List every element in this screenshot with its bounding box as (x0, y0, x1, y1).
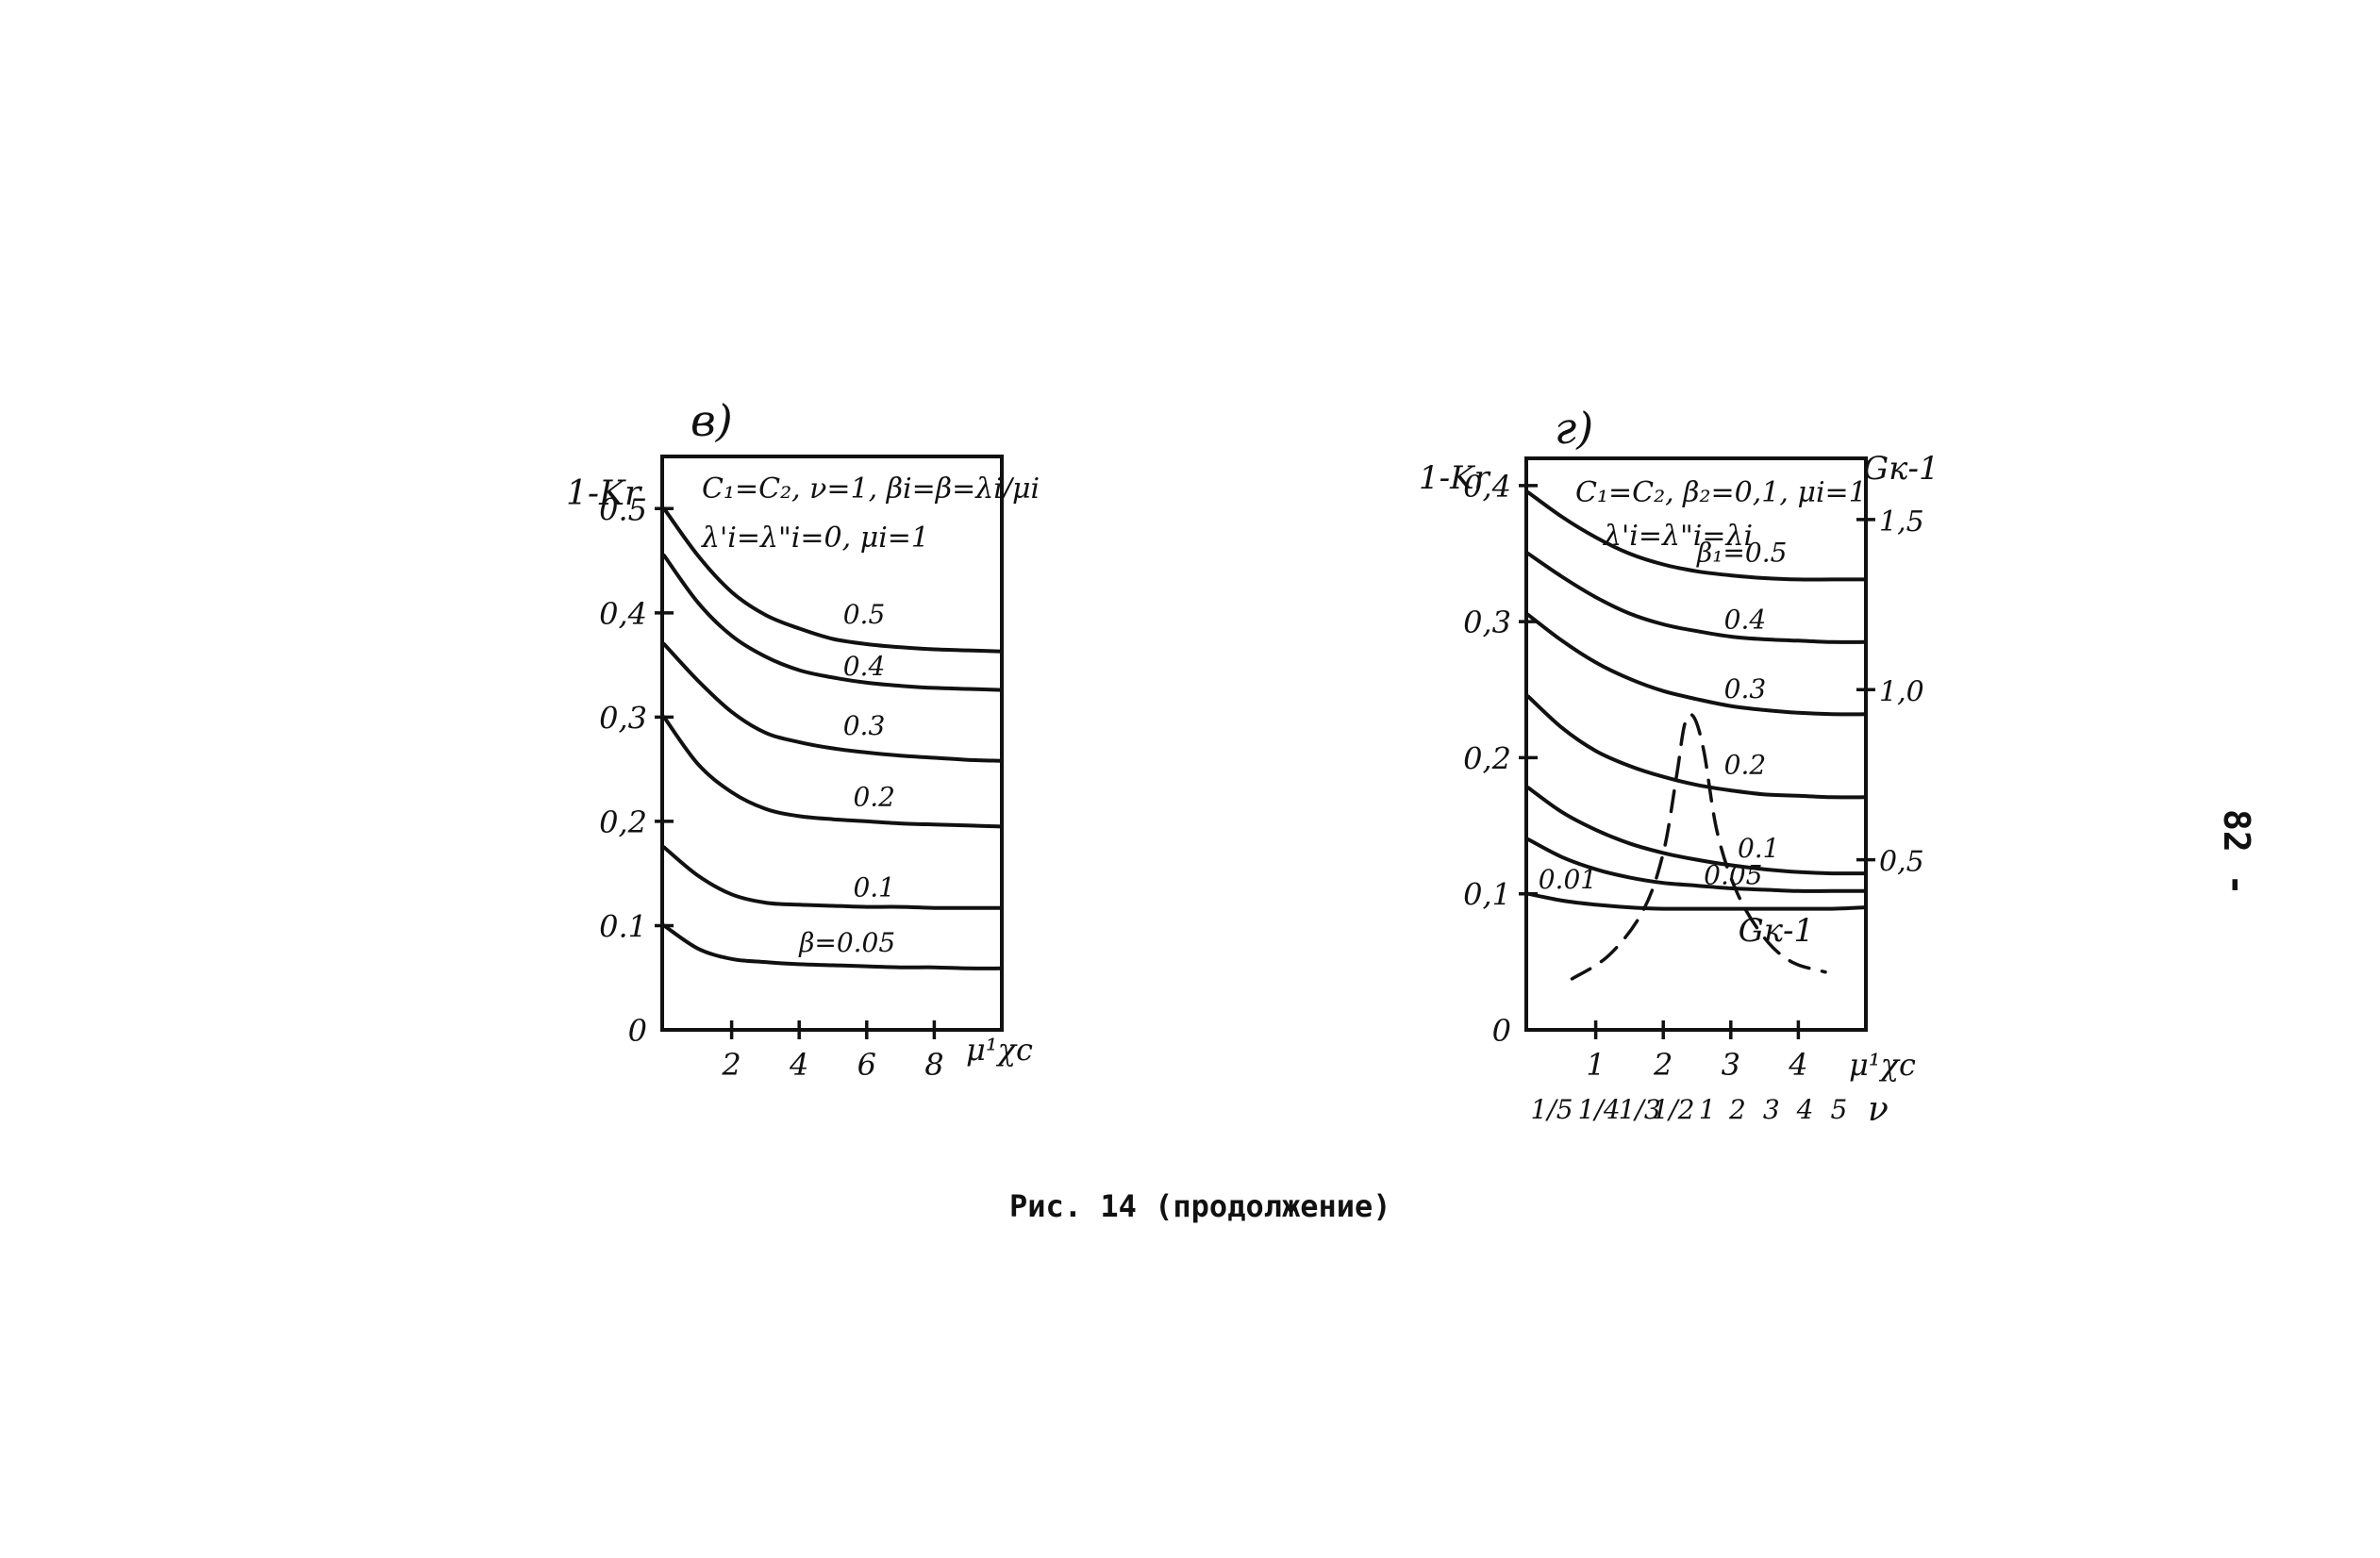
dashed-series-label: Gк-1 (1739, 912, 1815, 950)
x-tick-label: 3 (1722, 1047, 1740, 1083)
x-tick-label: 2 (721, 1047, 741, 1083)
conditions-line2-v: λ'i=λ"i=0, μi=1 (701, 522, 929, 555)
y-tick-label: 0,4 (1463, 469, 1511, 505)
panel-label-g: г) (1555, 403, 1593, 454)
nu-tick-label: 4 (1796, 1094, 1814, 1125)
series-line (1526, 786, 1868, 876)
series-label: β=0.05 (798, 927, 895, 958)
y-tick-label: 0.5 (599, 491, 647, 527)
y-tick-label: 0,4 (599, 596, 647, 632)
x-tick-label: 8 (924, 1047, 943, 1083)
nu-tick-label: 1/4 (1578, 1094, 1621, 1125)
series-label: 0.3 (1724, 673, 1767, 704)
y-tick-label: 0,3 (599, 700, 647, 736)
dashed-series-line (1570, 712, 1827, 981)
series-label: 0.2 (853, 781, 895, 812)
nu-tick-label: 3 (1763, 1094, 1780, 1125)
series-line (662, 506, 1004, 654)
series-line (1526, 694, 1868, 800)
chart-panel-v: в) 1-Kr C₁=C₂, ν=1, βi=β=λi/μi λ'i=λ"i=0… (566, 395, 1040, 1083)
nu-tick-label: 1/3 (1619, 1094, 1661, 1125)
series-label: 0.1 (853, 872, 895, 903)
series-line (1526, 490, 1868, 582)
series-label: 0.3 (843, 710, 886, 741)
x-tick-label: 4 (1788, 1047, 1807, 1083)
series-line (1526, 891, 1868, 911)
chart-panel-g: г) 1-Kr Gк-1 C₁=C₂, β₂=0,1, μi=1 λ'i=λ"i… (1419, 403, 1939, 1129)
page-number: 82 - (2216, 809, 2257, 896)
y-right-tick-label: 0,5 (1879, 846, 1924, 879)
series-labels-v: 0.5 0.4 0.3 0.2 0.1 β=0.05 (798, 599, 895, 958)
conditions-line1-v: C₁=C₂, ν=1, βi=β=λi/μi (702, 472, 1040, 506)
y-tick-label: 0,3 (1463, 605, 1511, 640)
series-label: β₁=0.5 (1696, 538, 1787, 569)
plot-frame-g (1524, 456, 1868, 1032)
series-line (662, 642, 1004, 763)
conditions-line2-g: λ'i=λ"i=λi (1603, 520, 1753, 553)
nu-tick-label: 1/5 (1531, 1094, 1573, 1125)
y-axis-label-v: 1-Kr (566, 474, 642, 513)
conditions-line1-g: C₁=C₂, β₂=0,1, μi=1 (1575, 476, 1867, 509)
y-tick-label: 0,2 (1463, 740, 1511, 776)
x-tick-label: 6 (857, 1047, 876, 1083)
series-label: 0.05 (1704, 860, 1762, 891)
series-line (1526, 837, 1868, 893)
nu-tick-label: 1/2 (1652, 1094, 1694, 1125)
series-line (662, 845, 1004, 910)
series-label: 0.2 (1724, 750, 1767, 781)
y-tick-label: 0 (628, 1013, 647, 1049)
figure-caption: Рис. 14 (продолжение) (1009, 1188, 1391, 1224)
x-tick-label: 4 (789, 1047, 808, 1083)
x-ticks-g: 1 2 3 4 (1586, 1020, 1808, 1083)
x-tick-label: 1 (1586, 1047, 1605, 1083)
series-curves-g (1526, 490, 1868, 981)
series-label: 0.5 (843, 599, 886, 630)
panel-label-v: в) (691, 395, 733, 446)
nu-tick-label: 5 (1830, 1094, 1847, 1125)
x-tick-label: 2 (1653, 1047, 1673, 1083)
nu-tick-label: 1 (1699, 1094, 1716, 1125)
x-axis-label-g: μ¹χc (1849, 1047, 1916, 1083)
y-ticks-right-g: 0,5 1,0 1,5 (1856, 506, 1924, 879)
series-label: 0.4 (843, 651, 886, 682)
plot-frame-v (660, 455, 1004, 1032)
nu-axis-label-g: ν (1868, 1090, 1889, 1129)
y-axis-label-right-g: Gк-1 (1863, 450, 1939, 488)
nu-tick-label: 2 (1728, 1094, 1746, 1125)
series-label: 0.01 (1539, 864, 1597, 895)
series-line (662, 923, 1004, 970)
y-axis-label-g: 1-Kr (1419, 459, 1491, 497)
y-ticks-g: 0 0,1 0,2 0,3 0,4 (1463, 469, 1538, 1049)
x-axis-label-v: μ¹χc (966, 1032, 1033, 1068)
y-tick-label: 0.1 (599, 908, 647, 944)
y-tick-label: 0 (1492, 1013, 1511, 1049)
series-curves-v (662, 506, 1004, 970)
y-tick-label: 0,2 (599, 804, 647, 840)
y-right-tick-label: 1,5 (1879, 506, 1924, 539)
series-line (1526, 552, 1868, 644)
series-label: 0.1 (1738, 833, 1780, 864)
series-line (1526, 612, 1868, 717)
series-line (662, 554, 1004, 692)
y-tick-label: 0,1 (1463, 877, 1511, 913)
y-right-tick-label: 1,0 (1879, 675, 1924, 708)
series-line (662, 715, 1004, 829)
series-label: 0.4 (1724, 604, 1767, 635)
